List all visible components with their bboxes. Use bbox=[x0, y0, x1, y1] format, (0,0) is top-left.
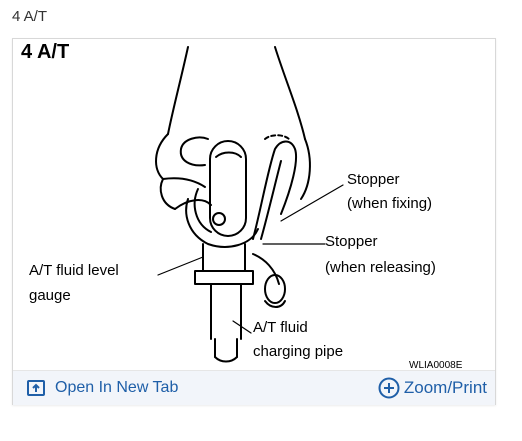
label-pipe-sub: charging pipe bbox=[253, 343, 344, 360]
figure-card: 4 A/T bbox=[12, 38, 496, 405]
figure-footer: Open In New Tab Zoom/Print bbox=[13, 370, 495, 405]
illustration bbox=[155, 46, 344, 363]
label-stopper-fixing-sub: (when fixing) bbox=[347, 195, 433, 212]
label-gauge-sub: gauge bbox=[29, 287, 71, 304]
label-stopper-fixing: Stopper bbox=[347, 171, 400, 188]
label-gauge: A/T fluid level bbox=[29, 262, 119, 279]
open-in-new-tab-button[interactable]: Open In New Tab bbox=[27, 371, 178, 405]
zoom-print-label: Zoom/Print bbox=[403, 378, 487, 397]
page-heading: 4 A/T bbox=[12, 8, 48, 25]
figure-area: 4 A/T bbox=[13, 39, 495, 371]
label-stopper-releasing-sub: (when releasing) bbox=[325, 259, 436, 276]
zoom-plus-icon bbox=[378, 377, 400, 399]
label-stopper-releasing: Stopper bbox=[325, 233, 378, 250]
open-in-new-tab-label: Open In New Tab bbox=[55, 379, 179, 396]
zoom-print-button[interactable]: Zoom/Print bbox=[378, 371, 487, 405]
label-pipe: A/T fluid bbox=[253, 319, 308, 336]
figure-code: WLIA0008E bbox=[409, 360, 463, 371]
figure-title: 4 A/T bbox=[21, 41, 70, 63]
open-in-new-tab-icon bbox=[27, 380, 45, 396]
